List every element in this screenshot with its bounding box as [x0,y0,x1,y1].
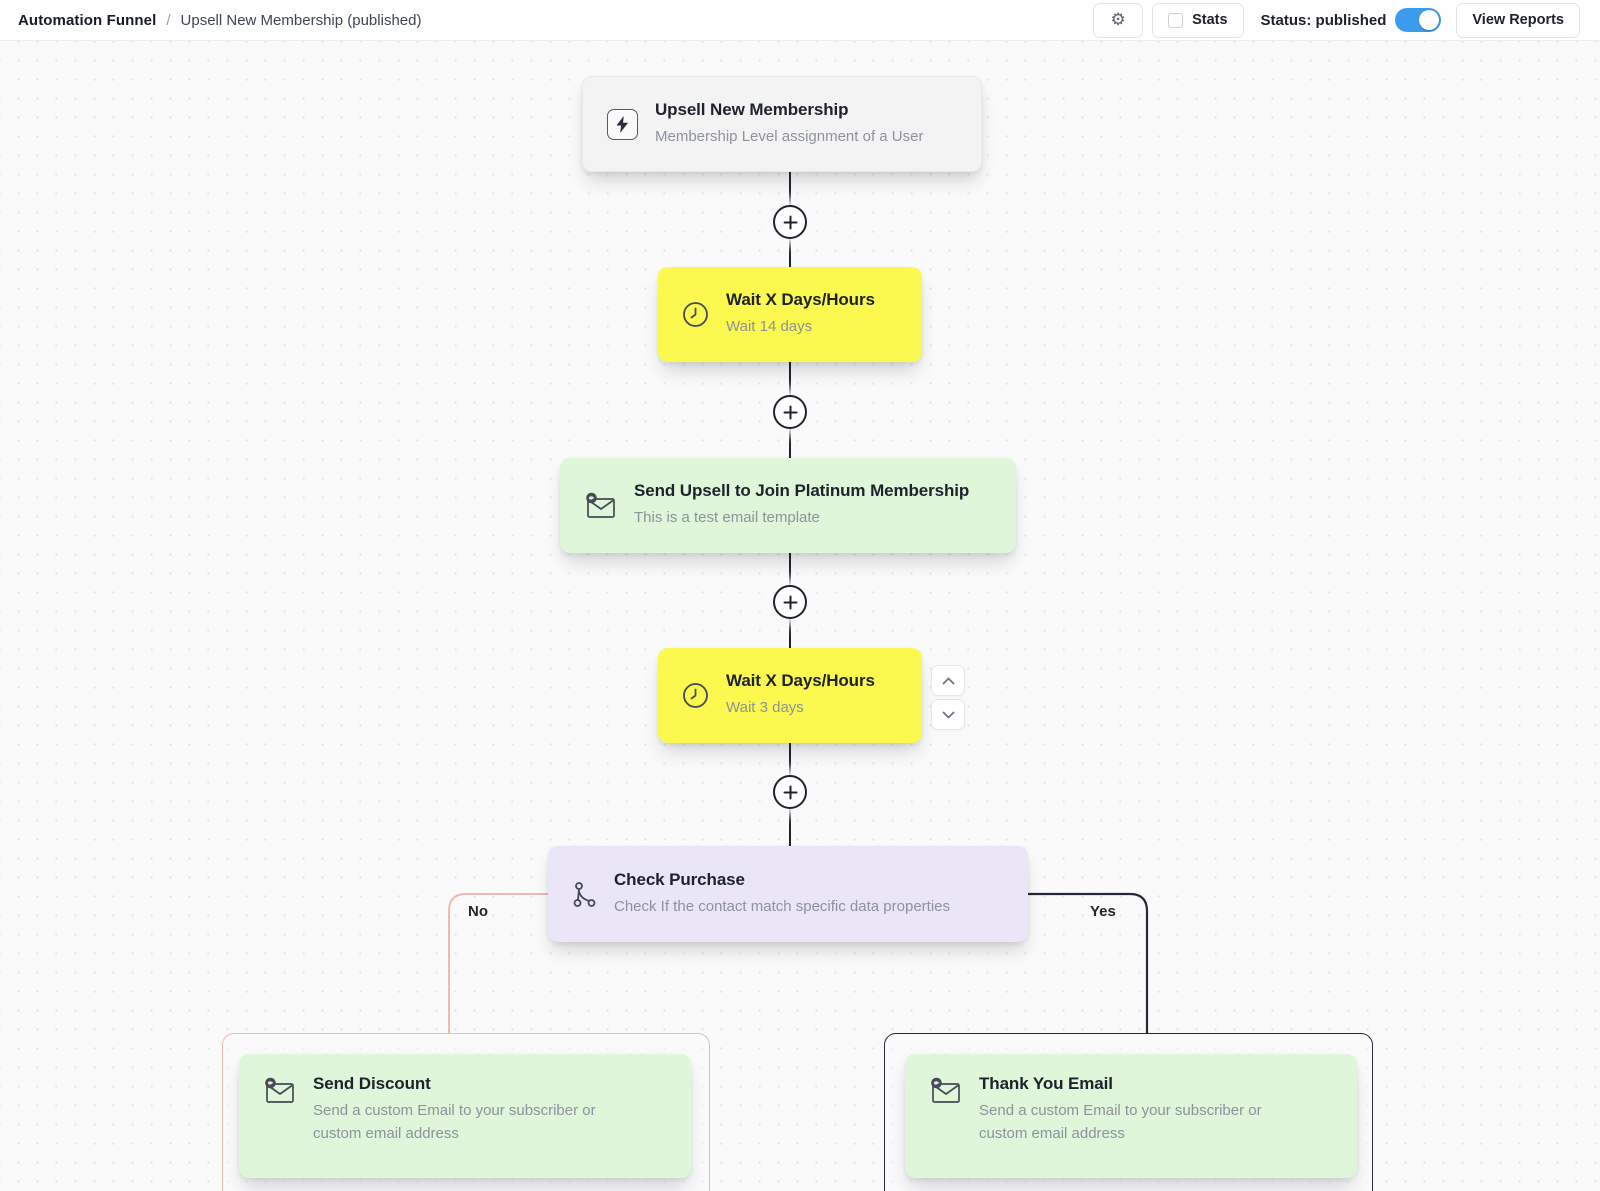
send-email-node-discount[interactable]: Send Discount Send a custom Email to you… [239,1054,691,1178]
header-actions: ⚙ Stats Status: published View Reports [1093,2,1580,38]
chevron-down-icon [942,711,954,718]
status-label: Status: published [1260,11,1387,29]
step-title: Send Upsell to Join Platinum Membership [634,481,970,501]
step-title: Wait X Days/Hours [726,290,875,310]
wait-node-14-days[interactable]: Wait X Days/Hours Wait 14 days [658,267,922,362]
send-email-node-upsell[interactable]: Send Upsell to Join Platinum Membership … [560,458,1016,553]
email-icon [263,1077,296,1104]
step-subtitle: Send a custom Email to your subscriber o… [979,1102,1262,1142]
step-title: Thank You Email [979,1074,1113,1093]
add-step-button-3[interactable] [773,585,807,619]
plus-icon [783,595,797,609]
yes-branch-line [1028,892,1149,1033]
plus-icon [783,785,797,799]
breadcrumb-root[interactable]: Automation Funnel [18,11,157,29]
stats-toggle-button[interactable]: Stats [1152,2,1244,38]
header: Automation Funnel / Upsell New Membershi… [0,0,1600,41]
step-title: Wait X Days/Hours [726,671,875,691]
gear-icon: ⚙ [1110,10,1126,29]
clock-icon [682,682,709,709]
plus-icon [783,405,797,419]
status-group: Status: published [1253,8,1448,32]
condition-node-check-purchase[interactable]: Check Purchase Check If the contact matc… [548,846,1028,942]
add-step-button-1[interactable] [773,205,807,239]
step-title: Send Discount [313,1074,431,1093]
branch-label-no: No [468,903,488,920]
chevron-up-icon [942,677,954,684]
funnel-canvas: Upsell New Membership Membership Level a… [0,41,1600,1191]
step-subtitle: Check If the contact match specific data… [614,897,950,915]
trigger-subtitle: Membership Level assignment of a User [655,127,924,145]
add-step-button-2[interactable] [773,395,807,429]
step-subtitle: Wait 3 days [726,699,804,717]
step-subtitle: This is a test email template [634,509,820,527]
step-reorder-controls [931,665,965,730]
toggle-knob [1419,10,1440,30]
breadcrumb-current: Upsell New Membership (published) [180,11,422,29]
step-subtitle: Wait 14 days [726,318,813,336]
stats-checkbox[interactable] [1168,12,1184,28]
no-branch-line [448,893,548,1033]
trigger-title: Upsell New Membership [655,99,849,119]
email-icon [584,492,617,519]
plus-icon [783,215,797,229]
move-step-up-button[interactable] [931,665,965,696]
view-reports-label: View Reports [1472,12,1564,28]
status-toggle[interactable] [1395,8,1442,32]
wait-node-3-days[interactable]: Wait X Days/Hours Wait 3 days [658,648,922,743]
settings-button[interactable]: ⚙ [1093,2,1144,38]
clock-icon [682,301,709,328]
stats-label: Stats [1192,12,1228,28]
trigger-node[interactable]: Upsell New Membership Membership Level a… [582,76,982,172]
add-step-button-4[interactable] [773,775,807,809]
breadcrumb: Automation Funnel / Upsell New Membershi… [18,12,421,29]
split-icon [572,881,597,908]
view-reports-button[interactable]: View Reports [1456,2,1580,38]
step-subtitle: Send a custom Email to your subscriber o… [313,1102,596,1142]
lightning-icon [607,108,638,140]
email-icon [929,1077,962,1104]
move-step-down-button[interactable] [931,699,965,730]
branch-label-yes: Yes [1090,903,1116,920]
breadcrumb-separator: / [166,11,171,29]
send-email-node-thank-you[interactable]: Thank You Email Send a custom Email to y… [905,1054,1357,1178]
step-title: Check Purchase [614,869,745,889]
